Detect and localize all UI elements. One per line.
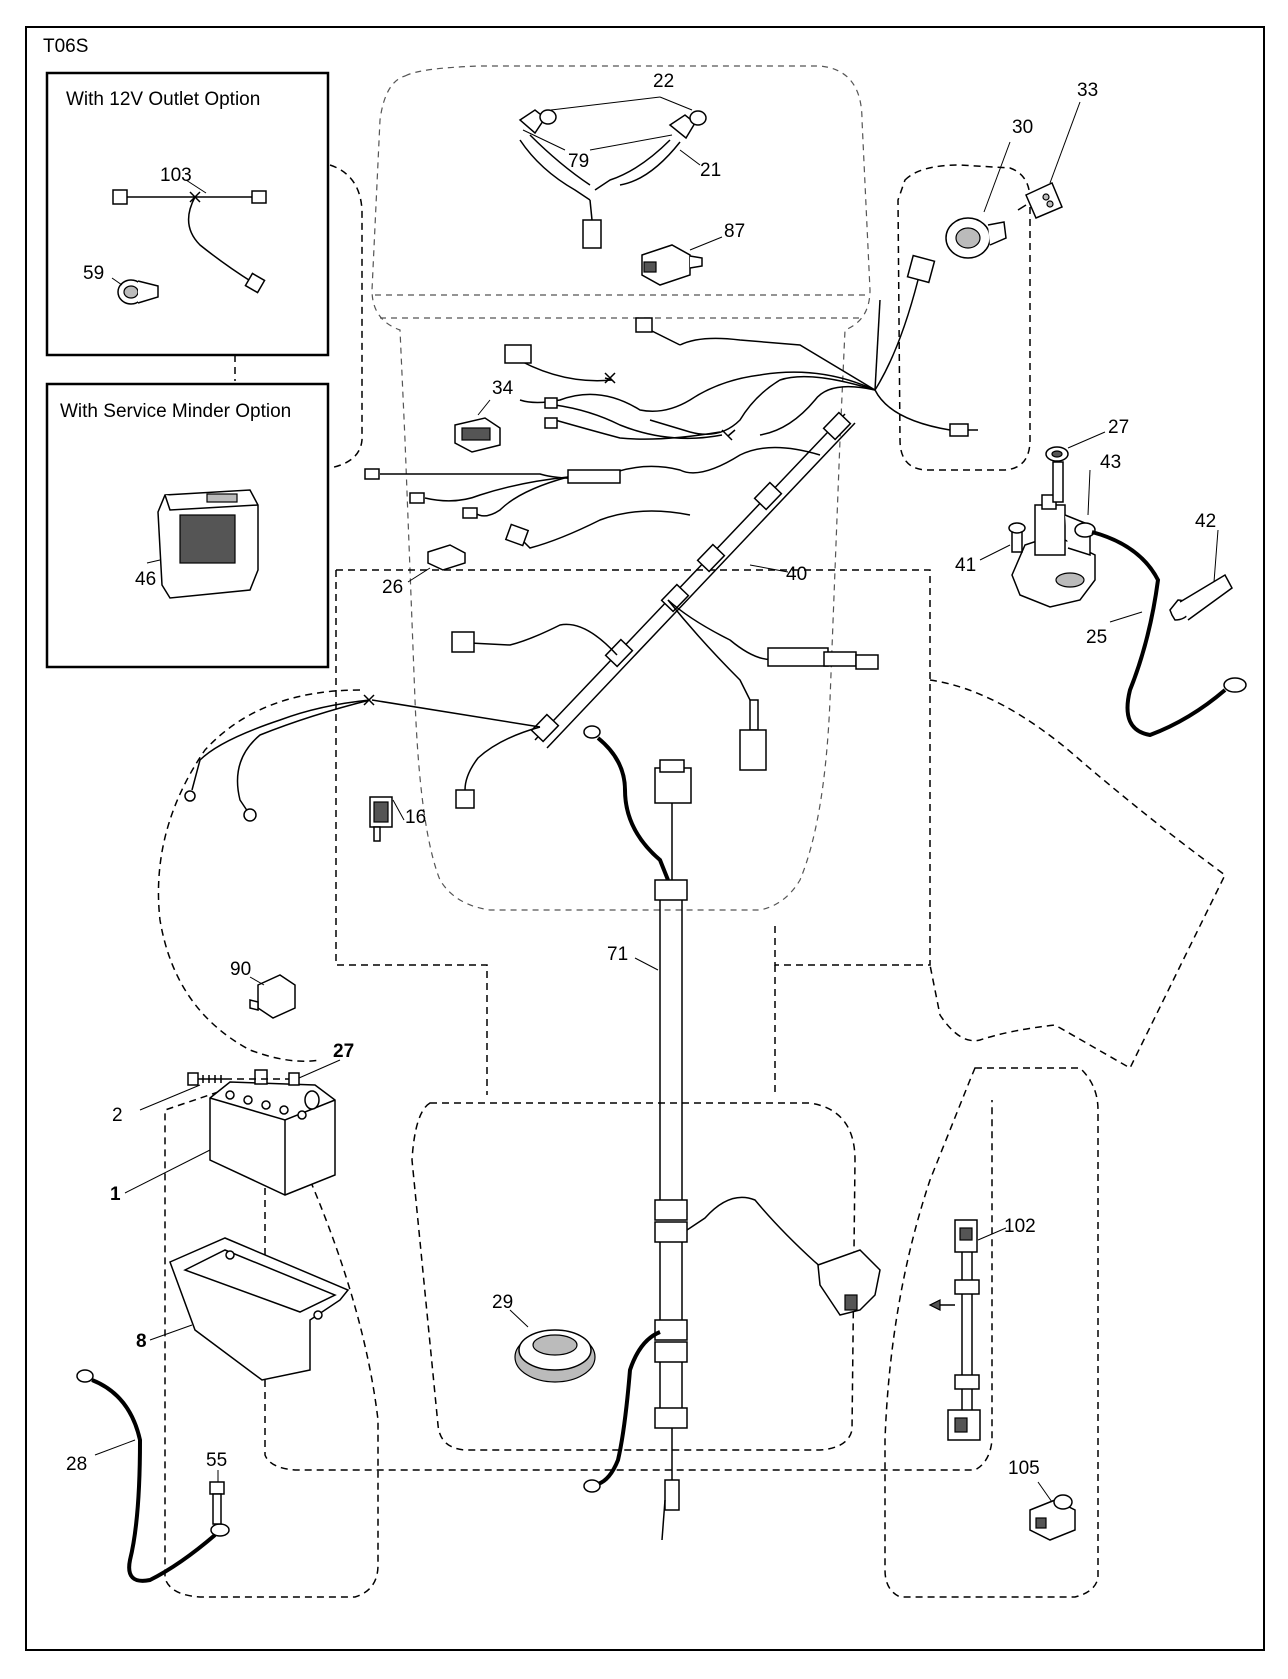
callout-29: 29 — [492, 1292, 513, 1313]
fuse-holder-part-102: 102 — [928, 1216, 1036, 1441]
minder-option-title: With Service Minder Option — [60, 401, 291, 422]
switch-part-34: 34 — [454, 378, 514, 453]
callout-42: 42 — [1195, 511, 1216, 532]
module-part-90: 90 — [230, 959, 296, 1019]
callout-79: 79 — [568, 151, 589, 172]
outlet-socket-part-59 — [117, 279, 159, 305]
page-frame — [25, 26, 1265, 1651]
callout-43: 43 — [1100, 452, 1121, 473]
ignition-switch-part-30: 30 — [945, 117, 1033, 259]
diagram-code: T06S — [43, 36, 88, 57]
callout-27-battery: 27 — [333, 1041, 354, 1062]
callout-8: 8 — [136, 1331, 147, 1352]
callout-71: 71 — [607, 944, 628, 965]
callout-103: 103 — [160, 165, 192, 186]
callout-59: 59 — [83, 263, 104, 284]
callout-46: 46 — [135, 569, 156, 590]
relay-part-105: 105 — [1008, 1458, 1076, 1541]
relay-part-26: 26 — [382, 544, 466, 598]
battery-tray-part-8: 8 — [136, 1237, 350, 1381]
main-harness-part-40: 40 — [184, 254, 978, 822]
service-minder-part-46 — [157, 489, 259, 599]
callout-21: 21 — [700, 160, 721, 181]
nut-part-27-top: 27 — [1045, 417, 1129, 462]
callout-28: 28 — [66, 1454, 87, 1475]
outlet-option-box: With 12V Outlet Option 103 59 — [45, 71, 330, 357]
cable-part-28: 28 — [66, 1369, 230, 1583]
callout-102: 102 — [1004, 1216, 1036, 1237]
bolt-part-41: 41 — [955, 522, 1026, 576]
callout-1: 1 — [110, 1184, 121, 1205]
callout-34: 34 — [492, 378, 514, 399]
minder-option-box: With Service Minder Option 46 — [45, 382, 330, 669]
callout-105: 105 — [1008, 1458, 1040, 1479]
callout-27-top: 27 — [1108, 417, 1129, 438]
callout-22: 22 — [653, 71, 674, 92]
cable-part-25: 25 — [1074, 522, 1247, 738]
solenoid-part-43: 43 — [1011, 452, 1121, 608]
callout-41: 41 — [955, 555, 976, 576]
callout-2: 2 — [112, 1105, 123, 1126]
battery-part-1: 1 — [110, 1069, 336, 1205]
callout-87: 87 — [724, 221, 745, 242]
headlight-harness-part-21: 22 79 21 — [518, 71, 721, 249]
cable-part-71: 71 — [583, 725, 881, 1541]
key-part-33: 33 — [1017, 80, 1098, 219]
callout-90: 90 — [230, 959, 251, 980]
chassis-outline — [157, 65, 1226, 1598]
switch-part-87: 87 — [641, 221, 745, 286]
callout-16: 16 — [405, 807, 426, 828]
plug-part-29: 29 — [492, 1292, 596, 1383]
boot-part-42: 42 — [1169, 511, 1233, 621]
switch-part-16: 16 — [369, 796, 426, 842]
bolt-part-55: 55 — [206, 1450, 227, 1525]
callout-30: 30 — [1012, 117, 1033, 138]
callout-40: 40 — [786, 564, 807, 585]
outlet-option-title: With 12V Outlet Option — [66, 89, 260, 110]
callout-26: 26 — [382, 577, 403, 598]
callout-55: 55 — [206, 1450, 227, 1471]
outlet-harness-part-103 — [112, 189, 267, 294]
nut-part-27-battery: 27 — [225, 1041, 354, 1086]
callout-25: 25 — [1086, 627, 1107, 648]
callout-33: 33 — [1077, 80, 1098, 101]
bolt-part-2: 2 — [112, 1072, 225, 1126]
